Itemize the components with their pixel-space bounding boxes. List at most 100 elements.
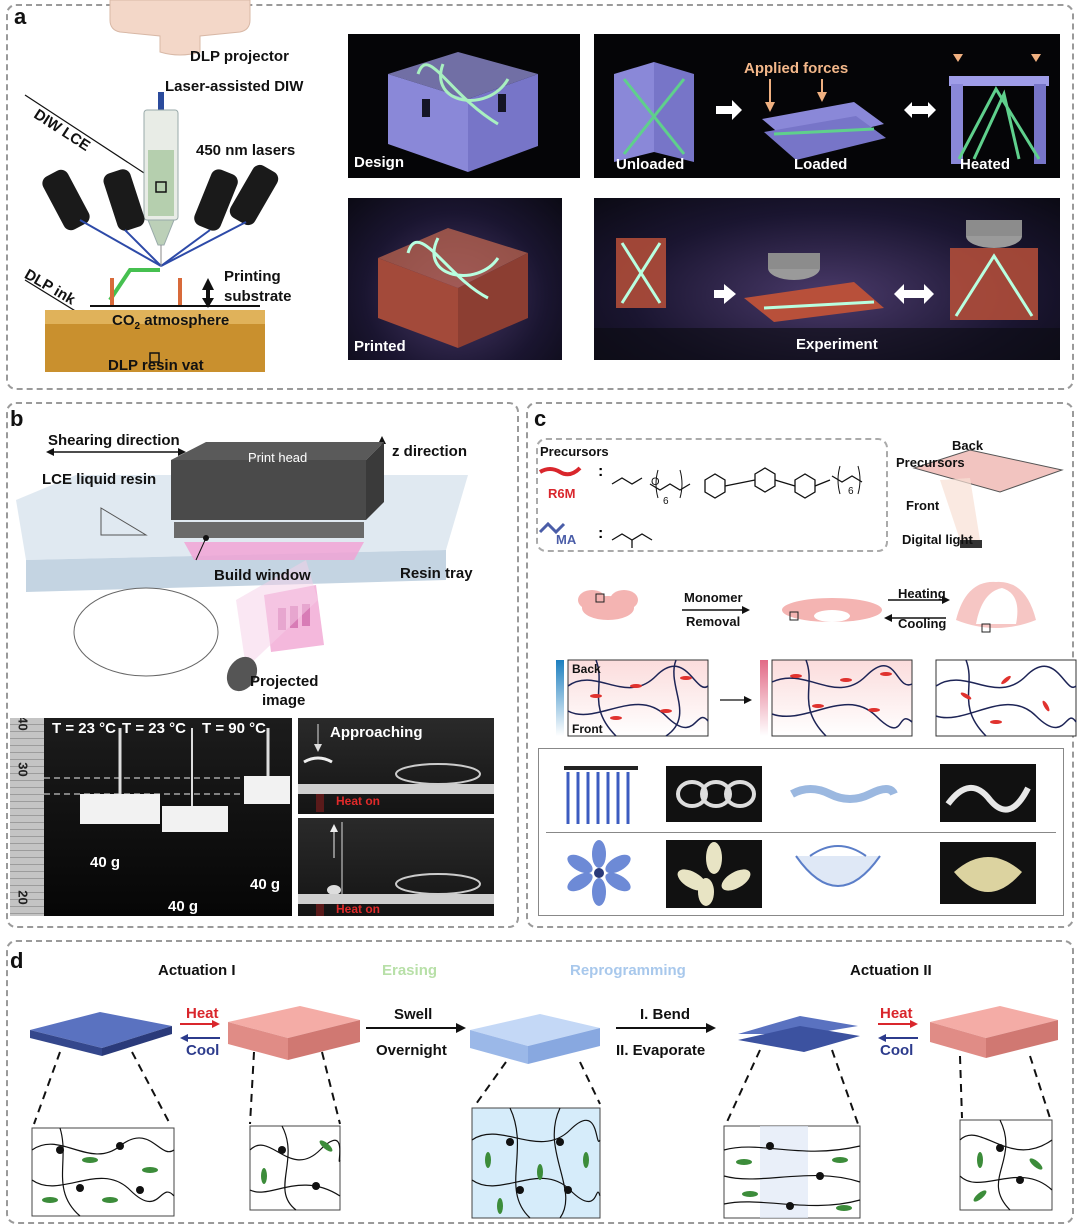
twist-shapes — [945, 785, 1031, 813]
weight-label-1: 40 g — [90, 854, 121, 871]
precursor-box — [536, 438, 888, 552]
coil-shapes — [676, 780, 756, 808]
svg-text::: : — [598, 525, 603, 542]
precursors-right-label: Precursors — [896, 455, 965, 470]
co2-atmosphere-label: CO2 atmosphere — [112, 312, 230, 332]
reprogramming-label: Reprogramming — [570, 962, 686, 979]
network-back-label: Back — [572, 662, 601, 676]
temp-label-3: T = 90 °C — [202, 720, 266, 737]
dlp-projector-label: DLP projector — [190, 48, 289, 65]
panel-b-label: b — [10, 406, 24, 431]
approaching-label: Approaching — [330, 724, 423, 741]
ruler — [10, 718, 44, 916]
lattice-strip-render — [564, 766, 638, 824]
precursors-label: Precursors — [540, 444, 609, 459]
printed-cube — [378, 228, 528, 348]
z-direction-label: z direction — [392, 443, 468, 460]
erasing-label: Erasing — [382, 962, 438, 979]
resin-tray-label: Resin tray — [400, 565, 473, 582]
cooling-label: Cooling — [898, 616, 947, 631]
flower-pattern-render — [567, 840, 631, 906]
removal-label: Removal — [686, 614, 741, 629]
digital-light-label: Digital light — [902, 532, 973, 547]
heat-label-1: Heat — [186, 1005, 219, 1022]
dlp-projector-illustration — [109, 0, 251, 56]
r6m-structure: : : — [538, 463, 863, 548]
ma-label: MA — [556, 532, 577, 547]
printer-schematic — [16, 436, 468, 692]
evaporate-label: II. Evaporate — [616, 1042, 706, 1059]
unloaded-label: Unloaded — [616, 156, 685, 173]
projected-label: Projected — [250, 673, 319, 690]
design-cube — [388, 52, 538, 172]
design-render: Design — [348, 34, 580, 178]
cool-label-1: Cool — [186, 1042, 220, 1059]
approaching-scene — [298, 724, 494, 812]
bowl-sample-photo — [940, 842, 1036, 904]
hanging-weights — [44, 728, 292, 832]
subscript-6-left: 6 — [663, 496, 669, 507]
r6m-label: R6M — [548, 486, 576, 501]
gallery-divider — [546, 832, 1056, 833]
dlp-resin-vat-label: DLP resin vat — [108, 357, 204, 374]
experiment-label: Experiment — [796, 336, 878, 353]
cool-label-2: Cool — [880, 1042, 914, 1059]
reprogramming-pipeline — [30, 1006, 1058, 1219]
printed-label: Printed — [354, 338, 406, 355]
weight-label-2: 40 g — [168, 898, 199, 915]
image-label: image — [262, 692, 306, 709]
laser-diw-illustration — [24, 92, 279, 372]
twisted-sample-photo — [940, 764, 1036, 822]
experiment-photo: Experiment — [594, 198, 1060, 360]
ester-oxygen-label: O — [651, 476, 660, 488]
sample-gallery — [538, 748, 1064, 916]
flower-actuation — [578, 581, 1036, 633]
panel-d-label: d — [10, 948, 24, 973]
mechanism-states — [614, 54, 1049, 164]
front-label: Front — [906, 498, 940, 513]
actuation-2-label: Actuation II — [850, 962, 932, 979]
subscript-6-right: 6 — [848, 486, 854, 497]
bend-label: I. Bend — [640, 1006, 691, 1023]
loaded-label: Loaded — [794, 156, 848, 173]
network-front-label: Front — [572, 722, 603, 736]
heated-label: Heated — [960, 156, 1011, 173]
panel-a-label: a — [14, 4, 27, 29]
lce-liquid-resin-label: LCE liquid resin — [42, 471, 157, 488]
heat-on-label-2: Heat on — [336, 902, 381, 916]
svg-text::: : — [598, 463, 603, 480]
overnight-label: Overnight — [376, 1042, 447, 1059]
network-diagrams — [556, 659, 1077, 737]
applied-forces-label: Applied forces — [744, 60, 849, 77]
panel-c-label: c — [534, 406, 547, 431]
lifting-photo: Heat on — [298, 818, 494, 916]
print-head-label: Print head — [248, 450, 308, 465]
substrate-label: substrate — [224, 288, 292, 305]
coiled-sample-photo — [666, 766, 762, 822]
printed-photo: Printed — [348, 198, 562, 360]
design-label: Design — [354, 154, 405, 171]
monomer-label: Monomer — [684, 590, 743, 605]
bowl-render — [795, 845, 881, 887]
flower-sample-photo — [666, 840, 762, 908]
weight-label-3: 40 g — [250, 876, 281, 893]
flower-photo-shape — [677, 842, 751, 906]
build-window-label: Build window — [214, 567, 311, 584]
heating-label: Heating — [898, 586, 946, 601]
weight-lift-photo: 40 30 20 T = 23 °C T = 23 °C T = 90 °C 4… — [10, 718, 292, 916]
lifting-scene — [298, 822, 494, 916]
mechanism-render: Applied forces Unloaded Loaded Heated — [594, 34, 1060, 178]
experiment-scenes — [594, 220, 1060, 360]
heat-label-2: Heat — [880, 1005, 913, 1022]
temp-label-2: T = 23 °C — [122, 720, 186, 737]
panel-b — [6, 402, 519, 928]
panel-d — [6, 940, 1074, 1224]
shearing-direction-label: Shearing direction — [48, 432, 180, 449]
back-label: Back — [952, 438, 984, 453]
approaching-photo: Approaching Heat on — [298, 718, 494, 814]
swell-label: Swell — [394, 1006, 433, 1023]
digital-light-schematic — [912, 449, 1064, 548]
lasers-label: 450 nm lasers — [196, 142, 296, 159]
wavy-strip-render — [790, 785, 898, 803]
heat-on-label-1: Heat on — [336, 794, 381, 808]
